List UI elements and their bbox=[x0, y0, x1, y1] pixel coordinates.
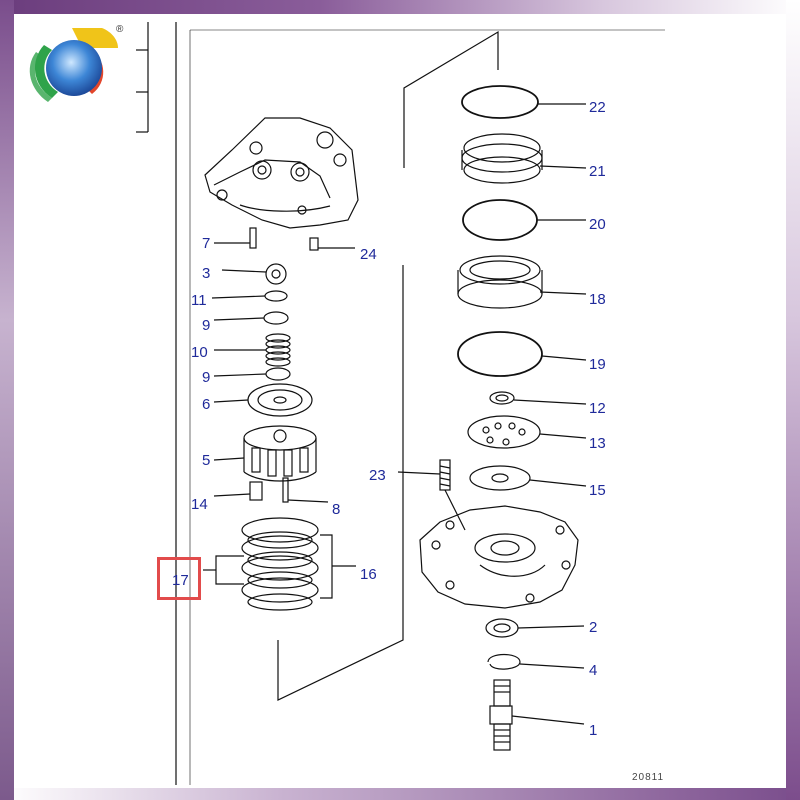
sheet-number: 20811 bbox=[632, 772, 665, 783]
drive-shaft-part-1 bbox=[489, 679, 585, 751]
part-label-1: 1 bbox=[589, 722, 598, 739]
part-label-4: 4 bbox=[589, 662, 598, 679]
bearing-part-2 bbox=[485, 618, 585, 638]
part-label-10: 10 bbox=[191, 344, 208, 361]
long-pin-part bbox=[282, 477, 329, 503]
highlight-box-17: 17 bbox=[157, 557, 201, 600]
frame-bottom-border bbox=[0, 788, 800, 800]
friction-plate-stack-part bbox=[241, 517, 319, 611]
part-label-23: 23 bbox=[369, 467, 386, 484]
frame-top-border bbox=[0, 0, 800, 14]
snap-ring-part-4 bbox=[487, 653, 585, 670]
pin-part bbox=[249, 227, 257, 249]
valve-plate-part bbox=[213, 383, 313, 417]
valve-body-part bbox=[204, 117, 359, 229]
swash-plate-part-13 bbox=[467, 415, 587, 449]
o-ring-part-20 bbox=[462, 199, 538, 241]
part-label-6: 6 bbox=[202, 396, 211, 413]
o-ring-part-22 bbox=[461, 85, 539, 119]
snap-ring-part bbox=[264, 290, 288, 302]
bearing-housing-part-18 bbox=[457, 255, 587, 309]
part-label-20: 20 bbox=[589, 216, 606, 233]
plug-part bbox=[309, 237, 355, 251]
spring-part bbox=[214, 333, 291, 367]
part-label-13: 13 bbox=[589, 435, 606, 452]
thrust-plate-part-15 bbox=[469, 465, 587, 491]
bush-part-12 bbox=[489, 391, 587, 405]
spring-part-23 bbox=[397, 459, 466, 531]
part-label-8: 8 bbox=[332, 501, 341, 518]
part-label-3: 3 bbox=[202, 265, 211, 282]
motor-housing-part bbox=[419, 505, 579, 609]
part-label-2: 2 bbox=[589, 619, 598, 636]
part-label-14: 14 bbox=[191, 496, 208, 513]
part-label-9-lower: 9 bbox=[202, 369, 211, 386]
part-label-19: 19 bbox=[589, 356, 606, 373]
piston-part bbox=[213, 481, 263, 501]
part-label-21: 21 bbox=[589, 163, 606, 180]
part-label-12: 12 bbox=[589, 400, 606, 417]
part-label-5: 5 bbox=[202, 452, 211, 469]
cylinder-block-part bbox=[213, 425, 317, 482]
part-label-7: 7 bbox=[202, 235, 211, 252]
washer-part bbox=[263, 311, 289, 325]
bracket-center bbox=[277, 265, 404, 701]
frame-left-border bbox=[0, 0, 14, 800]
part-label-9: 9 bbox=[202, 317, 211, 334]
registered-trademark: ® bbox=[116, 24, 124, 35]
part-label-11: 11 bbox=[191, 292, 207, 309]
seal-ring-part-21 bbox=[461, 133, 587, 184]
part-label-17: 17 bbox=[172, 572, 189, 589]
frame-right-border bbox=[786, 0, 800, 800]
gear-part bbox=[221, 263, 287, 285]
bracket-17 bbox=[215, 555, 244, 585]
bracket-upper-right bbox=[403, 30, 499, 168]
part-label-24: 24 bbox=[360, 246, 377, 263]
part-label-16: 16 bbox=[360, 566, 377, 583]
part-label-15: 15 bbox=[589, 482, 606, 499]
bracket-16 bbox=[320, 534, 333, 599]
washer-part-2 bbox=[265, 367, 291, 381]
part-label-18: 18 bbox=[589, 291, 606, 308]
part-label-22: 22 bbox=[589, 99, 606, 116]
o-ring-part-19 bbox=[457, 331, 543, 377]
company-logo bbox=[29, 28, 118, 102]
